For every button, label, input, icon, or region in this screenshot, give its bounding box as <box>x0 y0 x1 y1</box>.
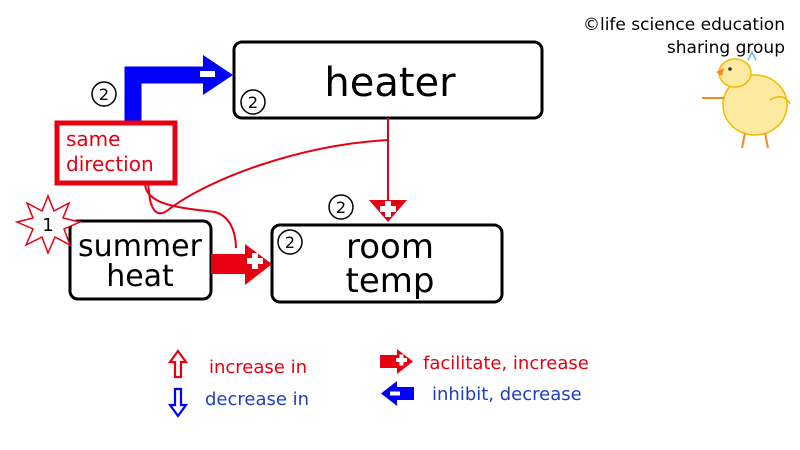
credit-line-1: ©life science education <box>583 15 785 35</box>
legend-inhibit: inhibit, decrease <box>432 384 582 405</box>
facilitate-arrow-icon <box>380 349 413 374</box>
same-direction-line-2: direction <box>66 152 154 176</box>
heater-room-badge-digit: 2 <box>336 198 346 217</box>
summer-heat-badge: 1 <box>42 215 53 236</box>
room-temp-box <box>270 223 504 304</box>
credit-line-2: sharing group <box>667 38 785 58</box>
red-facilitate-arrow-summer <box>211 244 272 285</box>
room-temp-badge-circle <box>277 229 303 255</box>
summer-heat-line-1: summer <box>78 229 203 264</box>
legend-increase-in: increase in <box>209 357 307 378</box>
summer-heat-line-2: heat <box>106 259 174 294</box>
heater-badge-circle <box>240 89 266 115</box>
blue-arrow-badge-digit: 2 <box>99 85 109 104</box>
starburst-icon <box>14 193 83 255</box>
room-temp-line-1: room <box>346 227 434 267</box>
heater-badge-digit: 2 <box>248 93 258 112</box>
same-direction-line-1: same <box>66 127 120 151</box>
inhibit-arrow-icon <box>381 381 414 406</box>
red-facilitate-arrow-heater <box>369 200 407 222</box>
blue-arrow-badge-circle <box>91 81 117 107</box>
heater-room-badge-circle <box>328 194 354 220</box>
room-temp-line-2: temp <box>346 261 435 301</box>
legend: increase in decrease in facilitate, incr… <box>167 349 589 418</box>
legend-facilitate: facilitate, increase <box>423 353 589 374</box>
decrease-arrow-icon <box>167 387 189 418</box>
same-direction-box <box>54 120 178 186</box>
legend-decrease-in: decrease in <box>205 389 309 410</box>
red-connector-lines <box>144 118 389 249</box>
blue-inhibit-arrow <box>124 55 233 122</box>
chick-drawing-icon <box>702 50 791 149</box>
increase-arrow-icon <box>167 349 189 379</box>
room-temp-badge-digit: 2 <box>285 233 295 252</box>
heater-label: heater <box>324 60 456 106</box>
